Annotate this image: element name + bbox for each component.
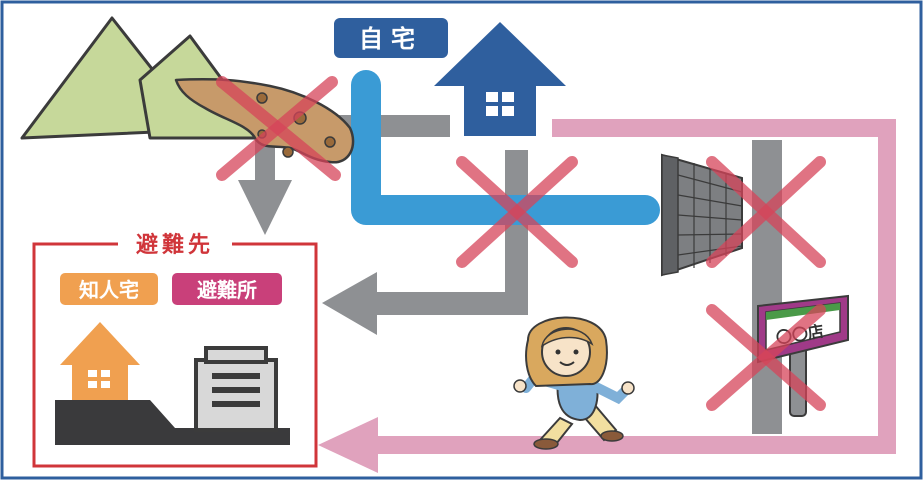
home-label: 自宅 bbox=[359, 25, 423, 53]
home-house-icon bbox=[434, 22, 566, 136]
cross-mark-landslide bbox=[216, 76, 341, 181]
cross-mark-intersection bbox=[456, 156, 578, 268]
acquaintance-label: 知人宅 bbox=[79, 278, 139, 302]
shelter-box: 避難先 知人宅 避難所 bbox=[32, 228, 318, 468]
cross-mark-block-wall bbox=[706, 156, 826, 268]
running-person-icon bbox=[513, 316, 635, 450]
evacuation-site-badge bbox=[172, 273, 282, 305]
evacuation-building-icon bbox=[194, 346, 278, 432]
evacuation-site-label: 避難所 bbox=[197, 278, 257, 302]
ground-terrain bbox=[55, 400, 290, 445]
acquaintance-house-icon bbox=[60, 322, 140, 400]
pink-route bbox=[318, 119, 896, 473]
blue-route bbox=[351, 70, 660, 225]
acquaintance-badge bbox=[60, 273, 158, 305]
cross-mark-signboard bbox=[706, 304, 826, 411]
home-label-badge: 自宅 bbox=[334, 18, 448, 58]
shelter-title: 避難先 bbox=[136, 232, 214, 258]
